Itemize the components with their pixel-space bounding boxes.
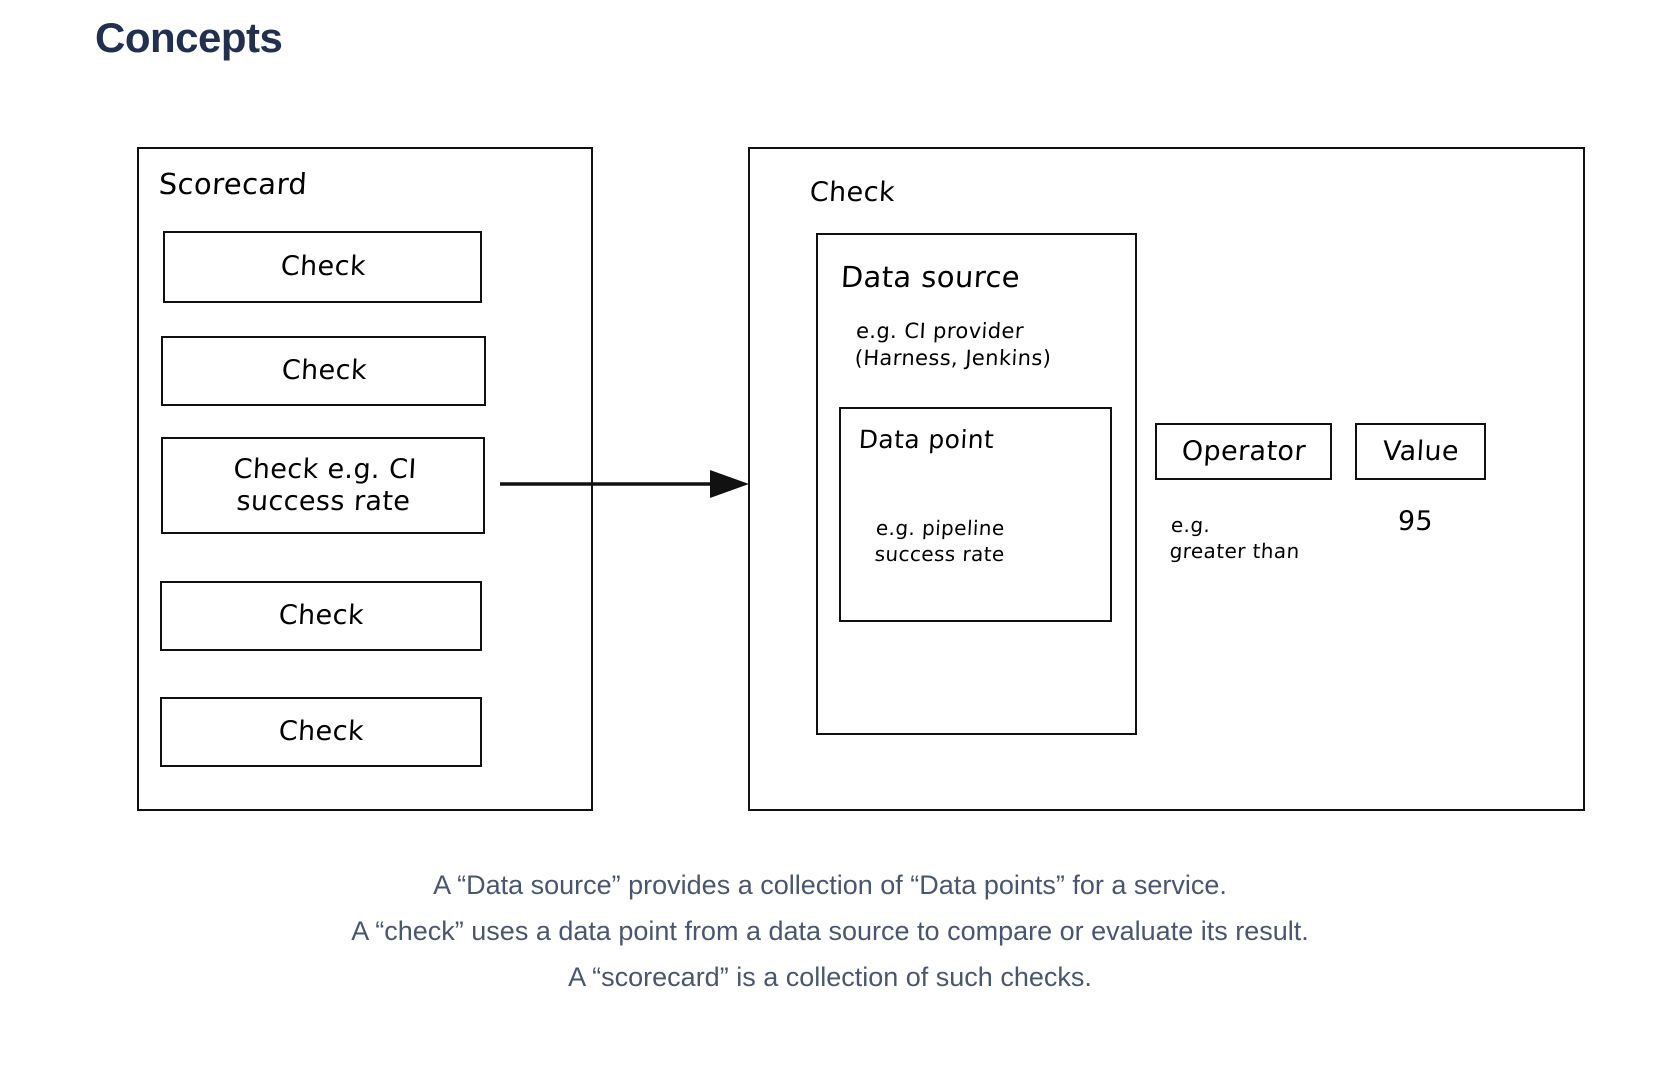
scorecard-check-item-5[interactable]: Check <box>160 697 482 767</box>
check-item-label: Check <box>278 716 366 747</box>
operator-example: e.g. greater than <box>1169 513 1301 563</box>
arrow-right-icon <box>500 468 750 500</box>
scorecard-panel-title: Scorecard <box>158 167 309 201</box>
check-item-label: Check e.g. CI success rate <box>233 453 418 517</box>
operator-box[interactable]: Operator <box>1155 423 1332 480</box>
check-item-label: Check <box>280 251 367 282</box>
scorecard-check-item-3[interactable]: Check e.g. CI success rate <box>161 437 485 534</box>
data-point-box <box>839 407 1112 622</box>
data-source-example: e.g. CI provider (Harness, Jenkins) <box>854 319 1053 370</box>
check-item-label: Check <box>278 600 366 631</box>
value-label: Value <box>1382 435 1461 467</box>
data-point-title: Data point <box>858 425 995 454</box>
scorecard-check-item-1[interactable]: Check <box>163 231 482 303</box>
operator-label: Operator <box>1181 435 1308 467</box>
caption-line-3: A “scorecard” is a collection of such ch… <box>568 962 1092 992</box>
data-source-title: Data source <box>840 260 1021 294</box>
scorecard-check-item-2[interactable]: Check <box>161 336 486 406</box>
scorecard-check-item-4[interactable]: Check <box>160 581 482 651</box>
check-panel-title: Check <box>809 177 896 208</box>
page-title: Concepts <box>95 14 283 61</box>
caption-line-2: A “check” uses a data point from a data … <box>351 916 1309 946</box>
data-point-example: e.g. pipeline success rate <box>874 516 1006 566</box>
value-box[interactable]: Value <box>1355 423 1486 480</box>
caption-line-1: A “Data source” provides a collection of… <box>433 870 1227 900</box>
value-example: 95 <box>1397 506 1434 537</box>
check-item-label: Check <box>281 355 368 386</box>
concepts-diagram: Scorecard Check Check Check e.g. CI succ… <box>137 147 1585 811</box>
diagram-caption: A “Data source” provides a collection of… <box>0 862 1660 1000</box>
